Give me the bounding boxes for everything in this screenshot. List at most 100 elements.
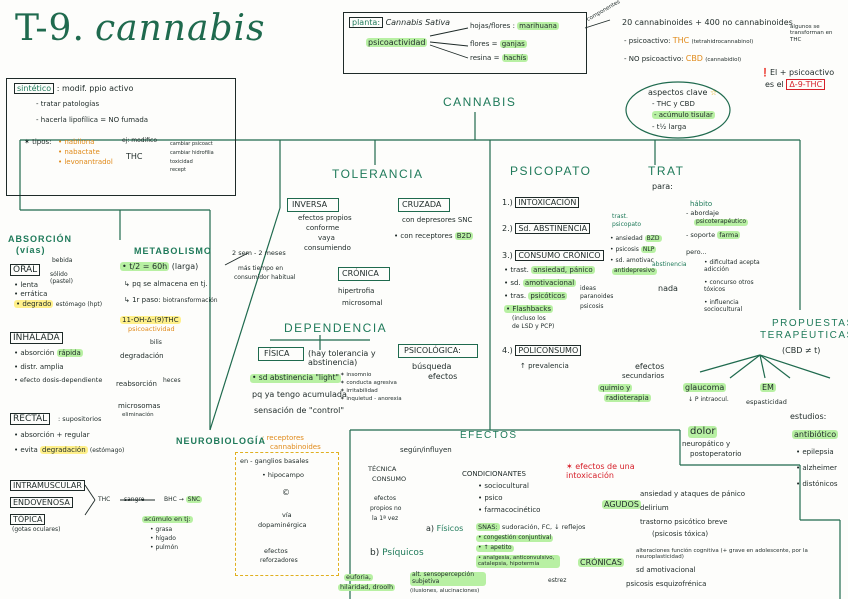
consumo: CONSUMO xyxy=(372,475,407,483)
trat-psicopato: psicopato xyxy=(612,221,642,228)
rectal-supositorios: : supositorios xyxy=(58,415,102,423)
higado: • hígado xyxy=(150,535,176,542)
alzheimer: • alzheimer xyxy=(796,464,837,472)
topica-gotas: (gotas oculares) xyxy=(12,526,61,533)
quimio: quimio y xyxy=(598,384,633,393)
fisica-label: FÍSICA xyxy=(264,349,290,358)
reforzadores: reforzadores xyxy=(260,557,298,564)
aspectos-title: aspectos clave ☆ xyxy=(648,88,718,97)
vias-heading: (vías) xyxy=(16,245,46,255)
estudios: estudios: xyxy=(790,412,827,421)
trat-heading: TRAT xyxy=(648,164,685,178)
trat-antidep: antidepresivo xyxy=(612,267,657,275)
toxicidad: toxicidad xyxy=(170,159,193,165)
inhalada-distr: • distr. amplia xyxy=(14,363,64,371)
psiquicos: b) Psíquicos xyxy=(370,548,424,558)
psicologica-label: PSICOLÓGICA: xyxy=(404,346,461,355)
psicosis-label: psicosis xyxy=(580,303,604,310)
via-intramuscular: INTRAMUSCULAR xyxy=(10,480,85,492)
cannabis-heading: CANNABIS xyxy=(443,95,517,109)
trat-soporte: - soporte farma xyxy=(686,231,741,239)
acumulo-tj: acúmulo en tj: xyxy=(142,515,193,524)
neuro-box xyxy=(235,452,339,576)
em: EM xyxy=(760,383,776,393)
tipo-1: • nabilona xyxy=(58,138,95,146)
intoxicacion-note: ✶ efectos de una intoxicación xyxy=(566,462,635,481)
via-inhalada: INHALADA xyxy=(10,332,63,345)
flores: flores = ganjas xyxy=(470,40,527,48)
ilusiones: (ilusiones, alucinaciones) xyxy=(410,588,480,594)
cronica-1-efecto: alteraciones función cognitiva (+ grave … xyxy=(636,548,808,561)
conducta-agresiva: ✶ conducta agresiva xyxy=(340,380,397,386)
trat-psicoterapeutico: psicoterapéutico xyxy=(694,218,749,226)
trat-amotiv: • sd. amotivac xyxy=(610,257,654,264)
consumidor-habitual: consumidor habitual xyxy=(234,274,296,281)
cambiar-hidrofilia: cambiar hidrofilia xyxy=(170,150,214,156)
sintetico-box xyxy=(6,78,236,196)
metabolito: 11-OH-Δ-(9)THC xyxy=(120,316,181,325)
via-topica: TÓPICA xyxy=(10,514,46,526)
metab-thc: THC xyxy=(98,496,111,503)
busqueda-efectos: efectos xyxy=(428,372,458,381)
snas: SNAS: sudoración, FC, ↓ reflejos xyxy=(476,523,586,531)
trat-concurso: • concurso otros tóxicos xyxy=(704,279,754,293)
trat-pero: pero... xyxy=(686,248,707,256)
ganglios: en - ganglios basales xyxy=(240,457,309,465)
degradacion: degradación xyxy=(120,352,164,360)
sintetico-thc: THC xyxy=(126,152,143,161)
bilis: bilis xyxy=(150,339,162,346)
fisica-box xyxy=(258,347,304,361)
efectos-1vez-2: propios no xyxy=(370,505,402,512)
efectos-1vez-1: efectos xyxy=(374,495,396,502)
hay-tolerancia: (hay tolerancia y abstinencia) xyxy=(308,349,376,368)
inversa-3: vaya xyxy=(318,234,335,242)
cronica-1: hipertrofia xyxy=(338,287,375,295)
trat-psicosis: • psicosis NLP xyxy=(610,246,657,253)
trat-abstinencia: abstinencia xyxy=(652,261,687,268)
apetito: • ↑ apetito xyxy=(476,544,514,552)
analgesia: • analgesia, anticonvulsivo, catalepsia,… xyxy=(476,555,560,568)
tecnica: TÉCNICA xyxy=(368,465,397,473)
estrez: estrez xyxy=(548,577,567,584)
receptores: : receptores xyxy=(262,434,304,442)
sangre: sangre xyxy=(124,496,145,503)
sintetico-b: - tratar patologías xyxy=(36,100,100,108)
agudo-2: delirium xyxy=(640,504,669,512)
irritabilidad: ✶ irritabilidad xyxy=(340,388,378,394)
trat-ansiedad: • ansiedad BZD xyxy=(610,235,662,242)
hojas: hojas/flores : marihuana xyxy=(470,22,559,30)
heces: heces xyxy=(163,377,181,384)
psicopato-3: 3.) CONSUMO CRÓNICO xyxy=(502,250,604,261)
absorcion-heading: ABSORCIÓN xyxy=(8,234,73,244)
efectos-ref: efectos xyxy=(264,547,288,555)
comp-line2: - psicoactivo: THC (tetrahidrocannabinol… xyxy=(624,36,754,45)
prevalencia: ↑ prevalencia xyxy=(520,362,569,370)
sensopercepcion: alt. sensopercepción subjetiva xyxy=(410,571,486,586)
congestion: • congestión conjuntival xyxy=(476,534,554,542)
psicologica-box xyxy=(398,344,478,358)
epilepsia: • epilepsia xyxy=(796,448,834,456)
agudo-4: (psicosis tóxica) xyxy=(652,530,709,538)
inversa-4: consumiendo xyxy=(304,244,351,252)
flashbacks-note-2: de LSD y PCP) xyxy=(512,323,555,330)
radioterapia: radioterapia xyxy=(604,394,651,403)
busqueda: búsqueda xyxy=(412,362,452,371)
metabolismo-heading: METABOLISMO xyxy=(134,246,212,256)
grasa: • grasa xyxy=(150,526,173,533)
trat-abordaje: - abordaje xyxy=(686,209,719,217)
psicoactividad: psicoactividad xyxy=(366,38,428,48)
trat-habito: hábito xyxy=(690,200,713,208)
almacena: ↳ pq se almacena en tj. xyxy=(124,280,208,288)
flashbacks-note-1: (incluso los xyxy=(512,315,546,322)
efectos-sec-2: secundarios xyxy=(622,372,665,380)
acumulada: pq ya tengo acumulada xyxy=(252,390,347,399)
tolerancia-heading: TOLERANCIA xyxy=(332,167,424,181)
sociocultural: • sociocultural xyxy=(478,482,529,490)
cruzada-box xyxy=(398,198,450,212)
psicopato-2: 2.) Sd. ABSTINENCIA xyxy=(502,223,591,234)
bhc: BHC → SNC xyxy=(164,496,203,503)
cronica-2-efecto: sd amotivacional xyxy=(636,566,696,574)
cronicas: CRÓNICAS xyxy=(578,558,624,568)
copyright-mark: © xyxy=(282,488,290,497)
mas-psicoactivo: ❗El + psicoactivo xyxy=(760,68,835,77)
